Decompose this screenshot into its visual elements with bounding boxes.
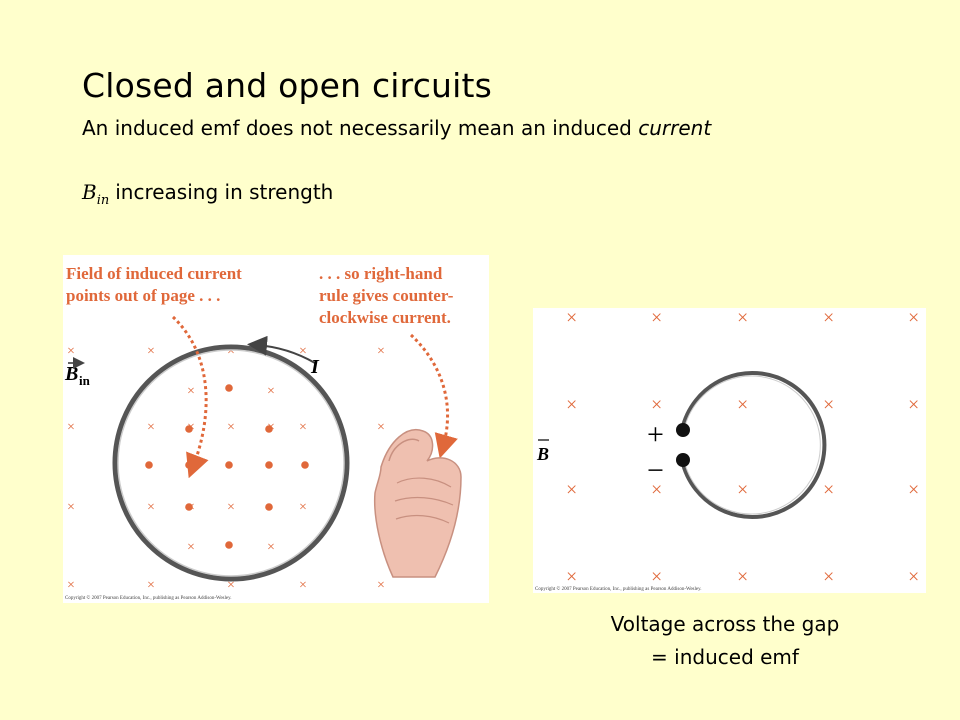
- svg-text:×: ×: [908, 308, 919, 329]
- open-conducting-loop: [680, 371, 827, 519]
- figure2-copyright: Copyright © 2007 Pearson Education, Inc.…: [535, 586, 702, 592]
- svg-text:×: ×: [67, 500, 75, 515]
- svg-text:×: ×: [377, 420, 385, 435]
- subtitle-emphasis: current: [638, 116, 712, 140]
- svg-text:×: ×: [377, 578, 385, 593]
- svg-text:×: ×: [823, 308, 834, 329]
- svg-text:×: ×: [823, 566, 834, 588]
- svg-text:×: ×: [737, 394, 748, 416]
- figure1-label-right-3: clockwise current.: [319, 308, 451, 327]
- negative-terminal: [676, 453, 690, 467]
- figure1-label-left-2: points out of page . . .: [66, 286, 220, 305]
- conducting-loop: [112, 344, 350, 582]
- svg-text:×: ×: [187, 384, 195, 399]
- svg-text:×: ×: [147, 500, 155, 515]
- figure1-label-right-2: rule gives counter-: [319, 286, 454, 305]
- svg-text:×: ×: [566, 394, 577, 416]
- svg-text:×: ×: [299, 420, 307, 435]
- closed-loop-diagram: Field of induced current points out of p…: [64, 264, 462, 601]
- open-loop-figure: × × × × × × × × × × × × × × × × × × × × B + − Copyright …: [533, 307, 926, 593]
- left-callout-arrow: [171, 315, 209, 479]
- caption-line-2: = induced emf: [651, 645, 799, 669]
- svg-text:×: ×: [227, 344, 235, 359]
- svg-text:×: ×: [908, 394, 919, 416]
- slide-subtitle: An induced emf does not necessarily mean…: [82, 116, 711, 140]
- svg-text:×: ×: [67, 420, 75, 435]
- figure2-field-symbol: B: [536, 444, 549, 464]
- svg-text:×: ×: [651, 566, 662, 588]
- svg-text:×: ×: [299, 500, 307, 515]
- svg-text:×: ×: [566, 479, 577, 501]
- figure1-field-subscript: in: [79, 373, 91, 388]
- caption-line-1: Voltage across the gap: [610, 612, 840, 636]
- slide-title: Closed and open circuits: [82, 66, 493, 105]
- svg-text:×: ×: [187, 540, 195, 555]
- svg-text:×: ×: [147, 578, 155, 593]
- current-direction-arrow: [247, 335, 316, 364]
- svg-text:×: ×: [147, 420, 155, 435]
- field-condition: Bin increasing in strength: [82, 180, 334, 208]
- svg-text:×: ×: [651, 394, 662, 416]
- svg-text:×: ×: [299, 578, 307, 593]
- svg-text:×: ×: [737, 479, 748, 501]
- svg-text:×: ×: [377, 344, 385, 359]
- svg-text:×: ×: [267, 384, 275, 399]
- right-hand-icon: [373, 429, 462, 578]
- svg-text:×: ×: [299, 344, 307, 359]
- svg-text:×: ×: [67, 344, 75, 359]
- svg-text:×: ×: [651, 308, 662, 329]
- svg-text:×: ×: [737, 308, 748, 329]
- svg-text:×: ×: [908, 479, 919, 501]
- right-callout-arrow: [409, 333, 458, 459]
- plus-sign: +: [647, 418, 664, 451]
- closed-loop-figure: Field of induced current points out of p…: [63, 255, 489, 603]
- field-symbol: B: [82, 180, 97, 204]
- figure1-label-left-1: Field of induced current: [66, 264, 242, 283]
- figure1-label-right-1: . . . so right-hand: [319, 264, 443, 283]
- open-loop-diagram: × × × × × × × × × × × × × × × × × × × × B + − Copyright …: [535, 307, 919, 592]
- svg-text:×: ×: [67, 578, 75, 593]
- field-subscript: in: [96, 193, 110, 208]
- subtitle-text: An induced emf does not necessarily mean…: [82, 116, 639, 140]
- svg-text:×: ×: [566, 308, 577, 329]
- svg-text:×: ×: [227, 420, 235, 435]
- figure1-copyright: Copyright © 2007 Pearson Education, Inc.…: [65, 595, 232, 601]
- svg-text:×: ×: [651, 479, 662, 501]
- svg-text:×: ×: [227, 500, 235, 515]
- svg-text:×: ×: [267, 540, 275, 555]
- field-cross-marks: × × × × × × × × × × × × × × × × × × × ×: [566, 307, 919, 588]
- positive-terminal: [676, 423, 690, 437]
- svg-text:×: ×: [823, 394, 834, 416]
- svg-text:×: ×: [823, 479, 834, 501]
- svg-text:×: ×: [227, 578, 235, 593]
- svg-text:×: ×: [566, 566, 577, 588]
- minus-sign: −: [647, 454, 664, 487]
- figure1-current-symbol: I: [310, 356, 320, 378]
- svg-text:×: ×: [147, 344, 155, 359]
- svg-text:×: ×: [737, 566, 748, 588]
- induced-field-dots: [145, 384, 309, 549]
- field-condition-text: increasing in strength: [115, 180, 334, 204]
- figure1-field-symbol: B: [64, 363, 78, 385]
- svg-text:×: ×: [908, 566, 919, 588]
